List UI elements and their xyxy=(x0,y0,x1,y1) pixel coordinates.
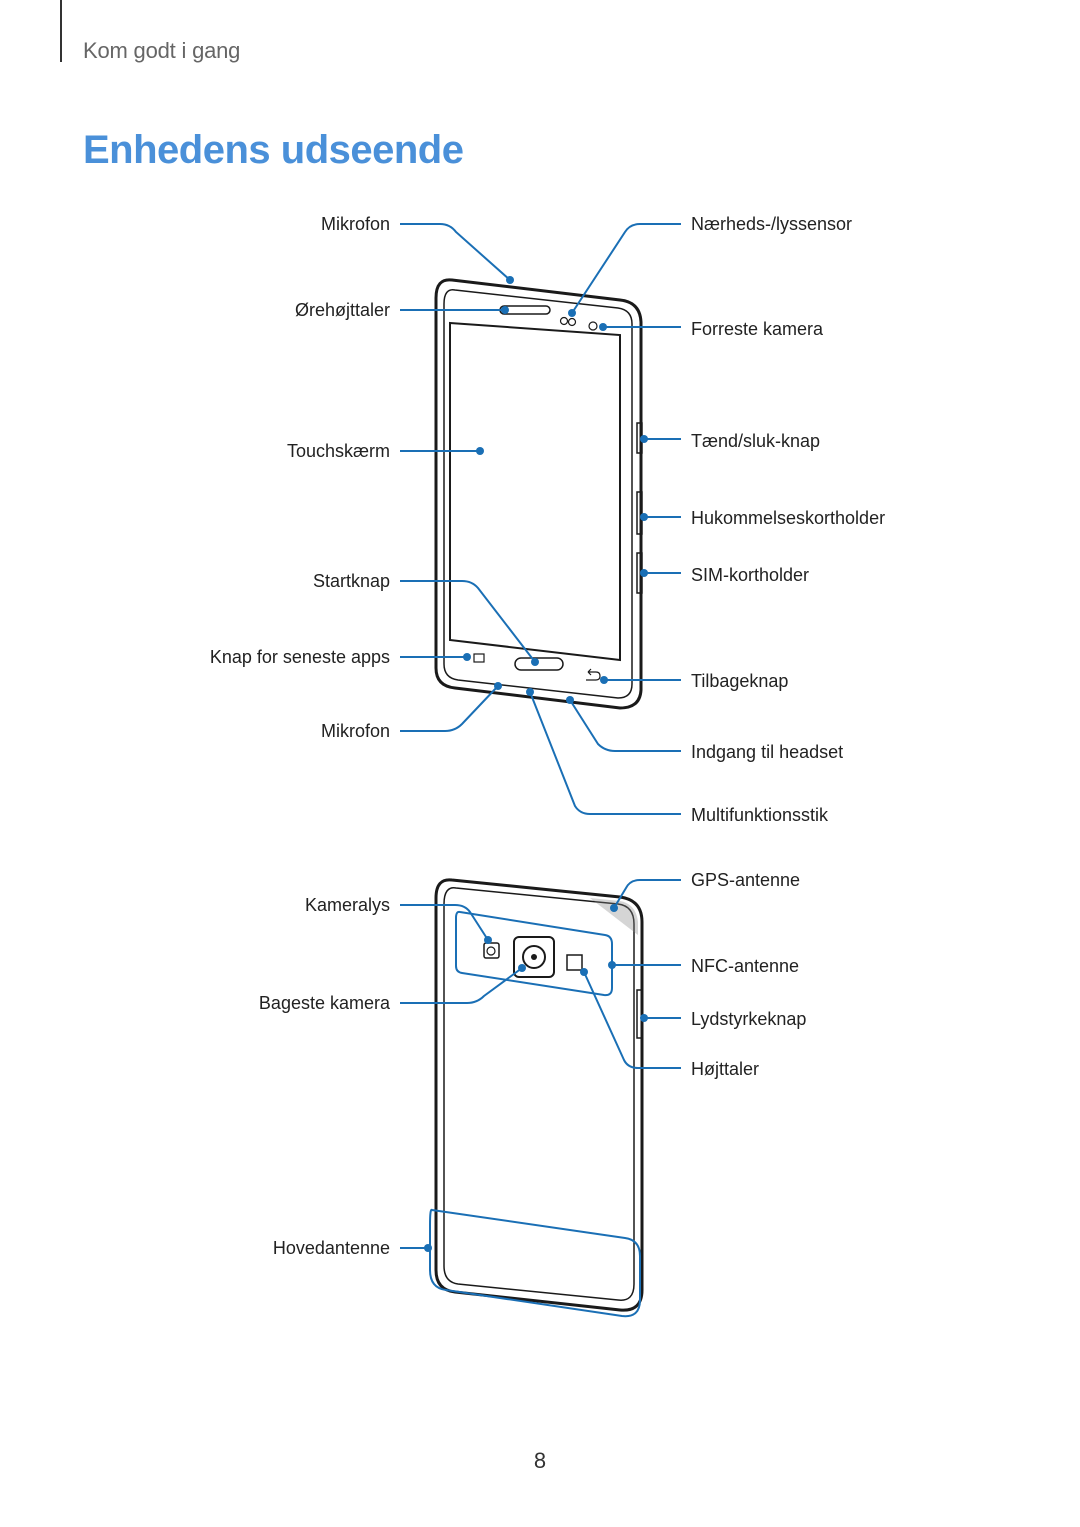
label-volume-key: Lydstyrkeknap xyxy=(691,1009,807,1029)
label-front-camera: Forreste kamera xyxy=(691,319,824,339)
back-key-icon xyxy=(586,668,601,681)
label-earpiece: Ørehøjttaler xyxy=(294,300,390,320)
label-back-key: Tilbageknap xyxy=(691,671,789,691)
front-camera-icon xyxy=(588,321,598,331)
label-recent-apps: Knap for seneste apps xyxy=(209,647,390,667)
leader-lines xyxy=(400,223,681,1252)
page-number: 8 xyxy=(533,1448,547,1473)
label-main-antenna: Hovedantenne xyxy=(272,1238,390,1258)
phone-back xyxy=(429,878,644,1318)
label-home-key: Startknap xyxy=(312,571,390,591)
volume-key-shape xyxy=(636,989,643,1039)
label-flash: Kameralys xyxy=(304,895,390,915)
label-nfc-antenna: NFC-antenne xyxy=(691,956,800,976)
nfc-antenna-area xyxy=(455,910,613,997)
header-rule xyxy=(60,0,62,62)
label-headset-jack: Indgang til headset xyxy=(691,742,844,762)
recent-apps-icon xyxy=(473,653,485,663)
phone-front xyxy=(434,278,643,710)
label-mic-top: Mikrofon xyxy=(320,214,390,234)
label-gps-antenna: GPS-antenne xyxy=(691,870,801,890)
label-sim-tray: SIM-kortholder xyxy=(691,565,810,585)
label-touchscreen: Touchskærm xyxy=(286,441,390,461)
label-memory-card: Hukommelseskortholder xyxy=(691,508,886,528)
flash-shape xyxy=(483,942,500,959)
label-speaker: Højttaler xyxy=(691,1059,760,1079)
page-title: Enhedens udseende xyxy=(83,128,464,172)
home-button-shape xyxy=(514,657,564,671)
label-rear-camera: Bageste kamera xyxy=(258,993,390,1013)
label-multipurpose-jack: Multifunktionsstik xyxy=(691,805,829,825)
section-title: Kom godt i gang xyxy=(83,38,241,63)
main-antenna-area xyxy=(429,1208,641,1318)
rear-camera-shape xyxy=(513,936,555,978)
memory-tray-shape xyxy=(636,491,643,535)
label-proximity-sensor: Nærheds-/lyssensor xyxy=(691,214,853,234)
speaker-grille xyxy=(566,954,583,971)
label-mic-bottom: Mikrofon xyxy=(320,721,390,741)
touchscreen-area xyxy=(449,321,621,662)
proximity-sensor-icon xyxy=(559,316,569,326)
label-power-key: Tænd/sluk-knap xyxy=(691,431,821,451)
